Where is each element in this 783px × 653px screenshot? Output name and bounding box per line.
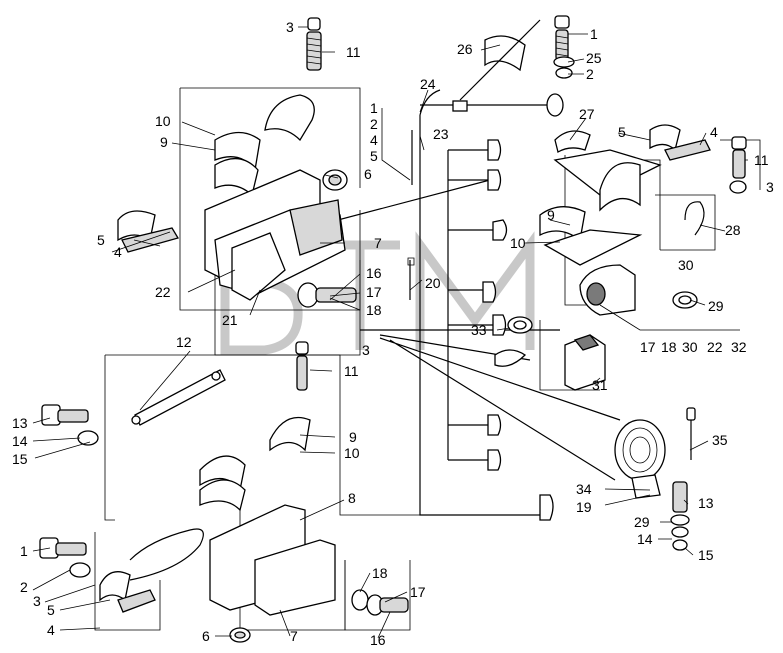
lamp-assembly-right — [507, 124, 747, 391]
callout-label: 2 — [370, 116, 378, 132]
callout-label: 1 — [20, 543, 28, 559]
callout-label: 13 — [698, 495, 714, 511]
callout-label: 4 — [370, 132, 378, 148]
callout-label: 8 — [348, 490, 356, 506]
callout-label: 5 — [47, 602, 55, 618]
callout-label: 28 — [725, 222, 741, 238]
callout-label: 16 — [370, 632, 386, 648]
callout-label: 9 — [547, 207, 555, 223]
callout-label: 11 — [754, 152, 769, 168]
callout-label: 17 — [640, 339, 656, 355]
callout-label: 3 — [33, 593, 41, 609]
callout-label: 22 — [155, 284, 171, 300]
callout-label: 26 — [457, 41, 473, 57]
callout-label: 24 — [420, 76, 436, 92]
callout-label: 3 — [286, 19, 294, 35]
callout-label: 17 — [410, 584, 426, 600]
callout-label: 32 — [731, 339, 747, 355]
callout-label: 9 — [160, 134, 168, 150]
callout-label: 1 — [370, 100, 378, 116]
callout-label: 21 — [222, 312, 238, 328]
callout-label: 20 — [425, 275, 441, 291]
callout-label: 17 — [366, 284, 382, 300]
callout-label: 6 — [364, 166, 372, 182]
callout-label: 6 — [202, 628, 210, 644]
frame-boxes — [94, 87, 761, 631]
callout-label: 14 — [12, 433, 28, 449]
clamp-assembly-top — [452, 15, 575, 117]
callout-labels: 3 11 10 9 6 5 4 22 7 16 17 18 21 20 1 2 … — [12, 19, 774, 648]
callout-label: 10 — [510, 235, 526, 251]
callout-label: 5 — [370, 148, 378, 164]
bolt-assembly-top-left — [117, 17, 357, 308]
callout-label: 25 — [586, 50, 602, 66]
horn-assembly — [614, 407, 696, 551]
callout-label: 35 — [712, 432, 728, 448]
callout-label: 4 — [47, 622, 55, 638]
callout-label: 19 — [576, 499, 592, 515]
callout-label: 12 — [176, 334, 192, 350]
leader-lines — [32, 26, 748, 639]
callout-label: 4 — [710, 124, 718, 140]
callout-label: 15 — [12, 451, 28, 467]
callout-label: 29 — [634, 514, 650, 530]
callout-label: 4 — [114, 244, 122, 260]
callout-label: 29 — [708, 298, 724, 314]
callout-label: 15 — [698, 547, 714, 563]
callout-label: 1 — [590, 26, 598, 42]
callout-label: 14 — [637, 531, 653, 547]
wiring-harness — [129, 89, 621, 581]
callout-label: 30 — [682, 339, 698, 355]
callout-label: 2 — [586, 66, 594, 82]
callout-label: 18 — [661, 339, 677, 355]
callout-label: 3 — [362, 342, 370, 358]
callout-label: 18 — [372, 565, 388, 581]
callout-label: 31 — [592, 377, 608, 393]
callout-label: 13 — [12, 415, 28, 431]
harness-connectors — [482, 139, 554, 521]
callout-label: 7 — [374, 235, 382, 251]
callout-label: 33 — [471, 322, 487, 338]
callout-label: 10 — [344, 445, 360, 461]
callout-label: 34 — [576, 481, 592, 497]
callout-label: 5 — [618, 124, 626, 140]
callout-label: 23 — [433, 126, 449, 142]
callout-label: 30 — [678, 257, 694, 273]
callout-label: 9 — [349, 429, 357, 445]
callout-label: 2 — [20, 579, 28, 595]
callout-label: 3 — [766, 179, 774, 195]
callout-label: 5 — [97, 232, 105, 248]
lamp-assembly-lower-left — [39, 341, 409, 643]
callout-label: 22 — [707, 339, 723, 355]
callout-label: 18 — [366, 302, 382, 318]
callout-label: 11 — [346, 44, 361, 60]
callout-label: 11 — [344, 363, 359, 379]
callout-label: 27 — [579, 106, 595, 122]
callout-label: 7 — [290, 628, 298, 644]
callout-label: 16 — [366, 265, 382, 281]
callout-label: 10 — [155, 113, 171, 129]
